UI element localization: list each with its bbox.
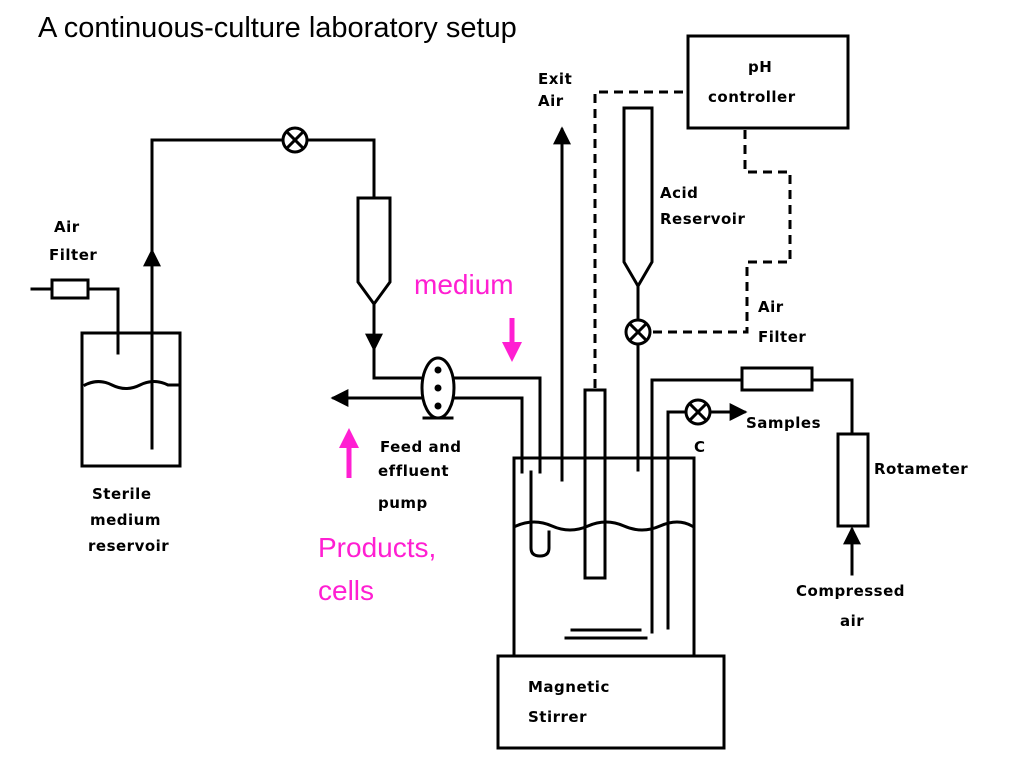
exit-air-label-1: Exit bbox=[538, 70, 572, 88]
air-filter-right-label-1: Air bbox=[758, 298, 784, 316]
valve-c-label: C bbox=[694, 438, 706, 456]
reservoir-label-1: Sterile bbox=[92, 485, 152, 503]
compressed-air-label-1: Compressed bbox=[796, 582, 905, 600]
acid-reservoir-label-2: Reservoir bbox=[660, 210, 745, 228]
ph-controller-label-2: controller bbox=[708, 88, 796, 106]
reservoir-label-2: medium bbox=[90, 511, 161, 529]
pump-label-1: Feed and bbox=[380, 438, 461, 456]
products-annotation-1: Products, bbox=[318, 532, 436, 563]
top-valve-icon bbox=[281, 126, 309, 154]
acid-reservoir-label-1: Acid bbox=[660, 184, 698, 202]
drip-tube bbox=[356, 196, 392, 380]
acid-valve-icon bbox=[624, 318, 652, 346]
samples-valve-icon bbox=[684, 398, 712, 426]
medium-annotation: medium bbox=[414, 269, 514, 300]
air-filter-right-label-2: Filter bbox=[758, 328, 806, 346]
diagram-title: A continuous-culture laboratory setup bbox=[38, 12, 517, 44]
pump-label-3: pump bbox=[378, 494, 428, 512]
magnetic-stirrer-label-1: Magnetic bbox=[528, 678, 610, 696]
air-supply-line bbox=[650, 366, 870, 634]
feed-pump bbox=[330, 356, 542, 474]
rotameter-label: Rotameter bbox=[874, 460, 968, 478]
air-filter-left-label-2: Filter bbox=[49, 246, 97, 264]
ph-controller bbox=[652, 34, 850, 334]
compressed-air-label-2: air bbox=[840, 612, 864, 630]
samples-label: Samples bbox=[746, 414, 821, 432]
exit-air-label-2: Air bbox=[538, 92, 564, 110]
reservoir-label-3: reservoir bbox=[88, 537, 169, 555]
ph-probe bbox=[583, 90, 688, 580]
air-filter-left bbox=[30, 278, 120, 355]
sterile-medium-reservoir bbox=[80, 331, 182, 468]
magnetic-stirrer bbox=[496, 654, 726, 750]
air-filter-left-label-1: Air bbox=[54, 218, 80, 236]
pump-label-2: effluent bbox=[378, 462, 449, 480]
magnetic-stirrer-label-2: Stirrer bbox=[528, 708, 587, 726]
samples-line bbox=[666, 403, 748, 630]
feed-line bbox=[143, 138, 376, 450]
acid-reservoir bbox=[622, 106, 654, 472]
ph-controller-label-1: pH bbox=[748, 58, 772, 76]
products-annotation-2: cells bbox=[318, 575, 374, 606]
